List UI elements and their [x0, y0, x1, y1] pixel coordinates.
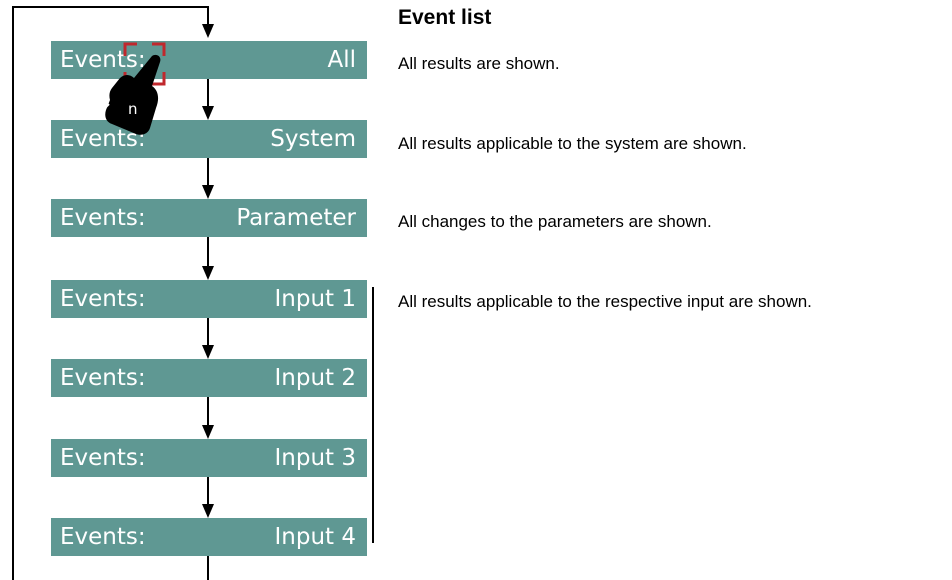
menu-box-label: Events: — [60, 47, 146, 73]
arrow-down-icon — [202, 345, 214, 359]
menu-box-input-4[interactable]: Events: Input 4 — [51, 518, 367, 556]
arrow-down-icon — [202, 266, 214, 280]
arrow-down-icon — [202, 24, 214, 38]
menu-box-input-2[interactable]: Events: Input 2 — [51, 359, 367, 397]
menu-box-label: Events: — [60, 205, 146, 231]
menu-box-label: Events: — [60, 286, 146, 312]
menu-box-label: Events: — [60, 524, 146, 550]
menu-box-value: Input 4 — [274, 524, 357, 550]
menu-box-all[interactable]: Events: All — [51, 41, 367, 79]
menu-box-value: Input 2 — [274, 365, 357, 391]
menu-box-value: Parameter — [236, 205, 356, 231]
pointer-overlay — [102, 42, 166, 135]
menu-box-input-1[interactable]: Events: Input 1 — [51, 280, 367, 318]
description-system: All results applicable to the system are… — [398, 134, 747, 153]
page-title: Event list — [398, 6, 492, 29]
menu-box-system[interactable]: Events: System — [51, 120, 367, 158]
focus-bracket-icon — [123, 42, 166, 86]
menu-box-input-3[interactable]: Events: Input 3 — [51, 439, 367, 477]
description-inputs: All results applicable to the respective… — [398, 292, 812, 311]
menu-box-value: Input 1 — [274, 286, 357, 312]
arrow-down-icon — [202, 106, 214, 120]
description-parameter: All changes to the parameters are shown. — [398, 212, 712, 231]
arrow-down-icon — [202, 425, 214, 439]
description-all: All results are shown. — [398, 54, 560, 73]
arrow-down-icon — [202, 185, 214, 199]
menu-box-value: System — [270, 126, 356, 152]
menu-box-label: Events: — [60, 445, 146, 471]
menu-box-value: Input 3 — [274, 445, 357, 471]
menu-box-parameter[interactable]: Events: Parameter — [51, 199, 367, 237]
menu-box-label: Events: — [60, 365, 146, 391]
pointing-hand-icon — [105, 54, 161, 135]
menu-box-value: All — [327, 47, 356, 73]
hand-label: n — [128, 100, 138, 118]
arrow-down-icon — [202, 504, 214, 518]
